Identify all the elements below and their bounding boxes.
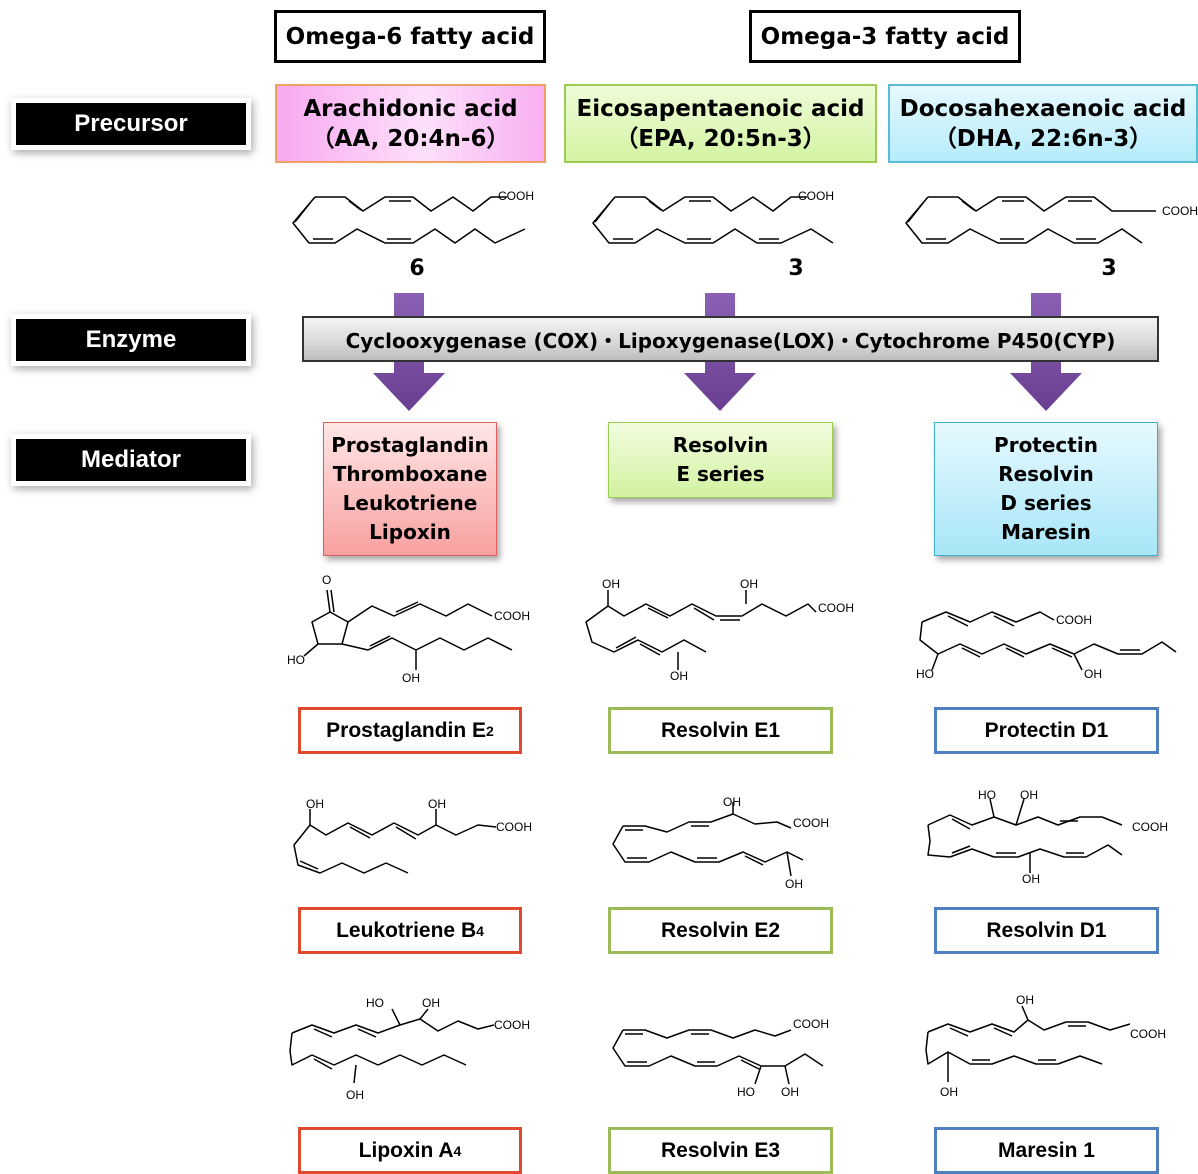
svg-text:COOH: COOH — [494, 1018, 530, 1032]
mediator-name-text: Leukotriene B — [336, 918, 477, 942]
mediator-name-dha-1: Protectin D1 — [934, 707, 1159, 754]
svg-text:HO: HO — [287, 653, 305, 667]
mediator-name-subscript: 4 — [453, 1142, 462, 1159]
svg-text:OH: OH — [1016, 993, 1034, 1007]
precursor-aa-formula: （AA, 20:4n-6） — [311, 125, 510, 152]
svg-text:OH: OH — [670, 669, 688, 683]
mediator-group-aa: Prostaglandin Thromboxane Leukotriene Li… — [323, 422, 497, 556]
mediator-name-text: Protectin D1 — [984, 718, 1109, 742]
svg-text:HO: HO — [978, 788, 996, 802]
svg-text:COOH: COOH — [1162, 204, 1198, 218]
svg-text:HO: HO — [737, 1085, 755, 1099]
protectin-d1-structure: COOH HO OH — [916, 611, 1177, 681]
mediator-name-dha-2: Resolvin D1 — [934, 907, 1159, 954]
mediator-group-epa: Resolvin E series — [608, 422, 833, 498]
mediator-name-text: Resolvin D1 — [986, 918, 1107, 942]
dha-omega-number: 3 — [1101, 256, 1117, 281]
svg-text:O: O — [322, 573, 331, 587]
mediator-name-epa-1: Resolvin E1 — [608, 707, 833, 754]
mediator-name-text: Resolvin E1 — [660, 718, 781, 742]
svg-text:OH: OH — [422, 996, 440, 1010]
precursor-dha-box: Docosahexaenoic acid （DHA, 22:6n-3） — [888, 84, 1198, 163]
svg-text:OH: OH — [306, 797, 324, 811]
resolvin-d1-structure: HO OH COOH OH — [927, 788, 1168, 886]
svg-text:COOH: COOH — [494, 609, 530, 623]
svg-text:OH: OH — [402, 671, 420, 685]
aa-omega-number: 6 — [409, 256, 425, 281]
mediator-line: Resolvin — [672, 433, 769, 457]
svg-text:OH: OH — [723, 795, 741, 809]
prostaglandin-e2-structure: O COOH HO OH — [287, 573, 530, 685]
resolvin-e3-structure: COOH HO OH — [612, 1017, 829, 1099]
svg-text:HO: HO — [366, 996, 384, 1010]
mediator-name-epa-3: Resolvin E3 — [608, 1127, 833, 1174]
svg-text:OH: OH — [785, 877, 803, 891]
enzyme-label: Enzyme — [16, 319, 246, 361]
leukotriene-b4-structure: OH OH COOH — [293, 797, 532, 874]
mediator-name-subscript: 2 — [486, 722, 494, 739]
precursor-aa-box: Arachidonic acid （AA, 20:4n-6） — [275, 84, 546, 163]
mediator-name-text: Resolvin E2 — [660, 918, 781, 942]
svg-text:COOH: COOH — [1056, 613, 1092, 627]
resolvin-e1-structure: OH OH COOH OH — [585, 577, 854, 683]
svg-text:OH: OH — [940, 1085, 958, 1099]
svg-text:OH: OH — [1022, 872, 1040, 886]
aa-structure: COOH — [292, 189, 534, 244]
svg-text:OH: OH — [602, 577, 620, 591]
mediator-line: Maresin — [1001, 520, 1091, 544]
svg-text:OH: OH — [346, 1088, 364, 1102]
mediator-name-text: Prostaglandin E — [326, 718, 487, 742]
svg-text:OH: OH — [1020, 788, 1038, 802]
mediator-group-dha: Protectin Resolvin D series Maresin — [934, 422, 1158, 556]
mediator-name-text: Resolvin E3 — [660, 1138, 781, 1162]
svg-text:OH: OH — [781, 1085, 799, 1099]
precursor-aa-name: Arachidonic acid — [303, 95, 518, 122]
mediator-line: Resolvin — [998, 462, 1094, 486]
svg-text:COOH: COOH — [818, 601, 854, 615]
svg-text:OH: OH — [428, 797, 446, 811]
mediator-name-subscript: 4 — [476, 922, 484, 939]
mediator-line: Protectin — [994, 433, 1098, 457]
dha-structure: COOH — [905, 196, 1198, 244]
lipoxin-a4-structure: HO OH COOH OH — [289, 996, 530, 1102]
precursor-epa-formula: （EPA, 20:5n-3） — [615, 125, 826, 152]
epa-omega-number: 3 — [788, 256, 804, 281]
epa-structure: COOH — [592, 189, 834, 244]
svg-text:COOH: COOH — [798, 189, 834, 203]
mediator-label: Mediator — [16, 439, 246, 481]
svg-text:COOH: COOH — [1132, 820, 1168, 834]
svg-text:OH: OH — [740, 577, 758, 591]
svg-text:COOH: COOH — [793, 1017, 829, 1031]
precursor-label: Precursor — [16, 103, 246, 145]
precursor-dha-formula: （DHA, 22:6n-3） — [933, 125, 1153, 152]
mediator-name-dha-3: Maresin 1 — [934, 1127, 1159, 1174]
mediator-name-text: Lipoxin A — [358, 1138, 454, 1162]
mediator-name-epa-2: Resolvin E2 — [608, 907, 833, 954]
svg-text:HO: HO — [916, 667, 934, 681]
mediator-line: Prostaglandin — [331, 433, 489, 457]
svg-text:COOH: COOH — [496, 820, 532, 834]
resolvin-e2-structure: OH COOH OH — [612, 795, 829, 891]
enzyme-bar: Cyclooxygenase (COX)・Lipoxygenase(LOX)・C… — [302, 316, 1159, 362]
mediator-line: E series — [676, 462, 765, 486]
precursor-epa-box: Eicosapentaenoic acid （EPA, 20:5n-3） — [564, 84, 877, 163]
mediator-line: Lipoxin — [369, 520, 451, 544]
svg-text:COOH: COOH — [1130, 1027, 1166, 1041]
omega3-header: Omega-3 fatty acid — [749, 10, 1021, 63]
mediator-line: D series — [1000, 491, 1092, 515]
svg-text:COOH: COOH — [498, 189, 534, 203]
precursor-dha-name: Docosahexaenoic acid — [899, 95, 1187, 122]
svg-text:OH: OH — [1084, 667, 1102, 681]
precursor-epa-name: Eicosapentaenoic acid — [576, 95, 865, 122]
svg-text:COOH: COOH — [793, 816, 829, 830]
mediator-line: Leukotriene — [342, 491, 478, 515]
mediator-line: Thromboxane — [332, 462, 488, 486]
mediator-name-text: Maresin 1 — [998, 1138, 1095, 1162]
omega6-header: Omega-6 fatty acid — [274, 10, 546, 63]
maresin-1-structure: OH COOH OH — [925, 993, 1166, 1099]
